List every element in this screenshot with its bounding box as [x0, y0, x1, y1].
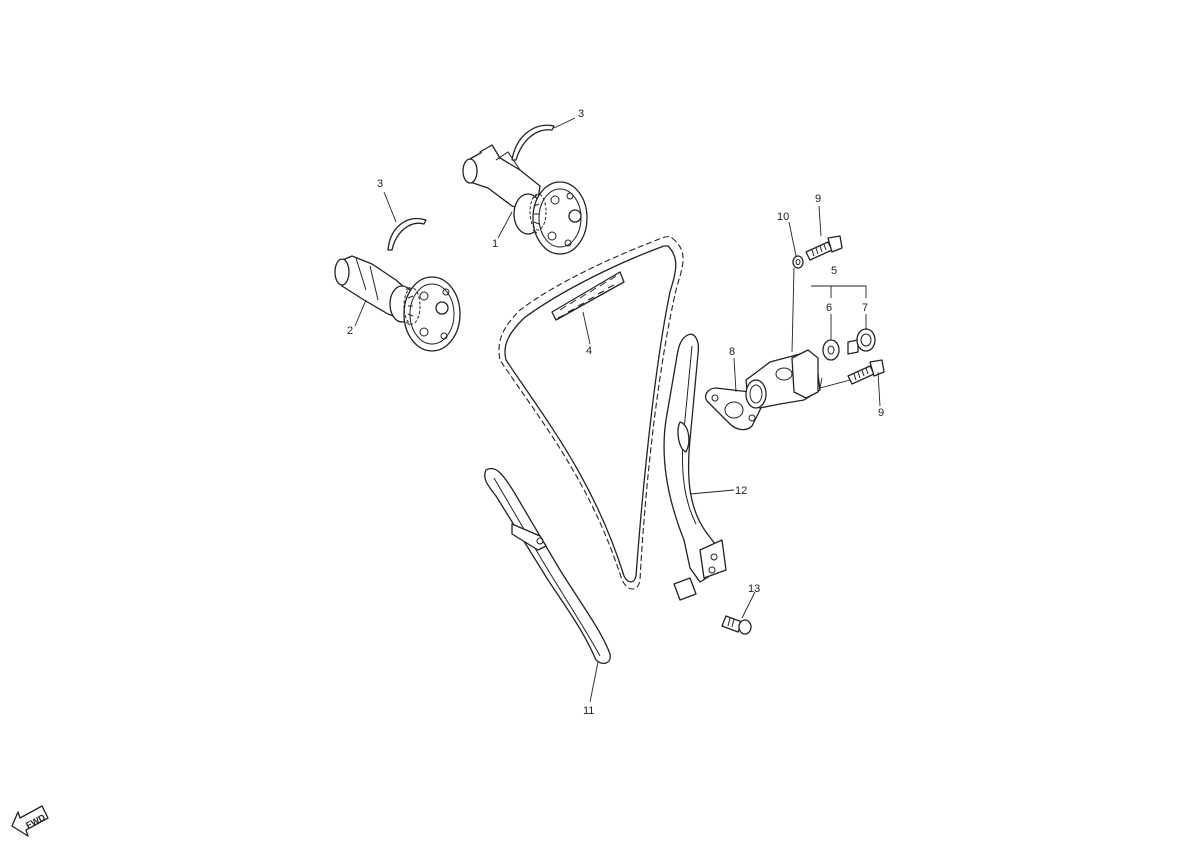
callout-3-upper: 3 [578, 108, 584, 120]
cam-chain-tensioner-body[interactable] [745, 349, 821, 409]
cam-chain-4[interactable] [498, 235, 684, 590]
bolt-9-upper[interactable] [805, 235, 843, 261]
camshaft-1[interactable] [462, 144, 588, 255]
callout-4: 4 [586, 345, 592, 357]
callout-6: 6 [826, 302, 832, 314]
chain-guide-11[interactable] [484, 467, 611, 665]
callout-12: 12 [735, 485, 747, 497]
callout-13: 13 [748, 583, 760, 595]
tensioner-guide-12[interactable] [663, 333, 727, 601]
callout-2: 2 [347, 325, 353, 337]
clip-3-lower[interactable] [387, 218, 427, 251]
callout-9-lower: 9 [878, 407, 884, 419]
plug-7[interactable] [847, 328, 876, 355]
bolt-9-lower[interactable] [847, 359, 885, 385]
callout-9-upper: 9 [815, 193, 821, 205]
clip-3-upper[interactable] [511, 124, 555, 161]
callout-3-lower: 3 [377, 178, 383, 190]
callout-labels: 1 2 3 3 4 5 6 7 8 9 9 10 11 12 13 [347, 108, 884, 717]
washer-6[interactable] [822, 339, 840, 361]
washer-10[interactable] [792, 255, 804, 269]
camshaft-2[interactable] [334, 255, 461, 352]
callout-1: 1 [492, 238, 498, 250]
callout-11: 11 [583, 705, 594, 717]
callout-8: 8 [729, 346, 735, 358]
leader-lines [354, 117, 881, 703]
callout-10: 10 [777, 211, 789, 223]
bolt-13[interactable] [721, 615, 752, 635]
fwd-arrow-icon: FWD [11, 805, 49, 837]
callout-7: 7 [862, 302, 868, 314]
callout-5: 5 [831, 265, 837, 277]
